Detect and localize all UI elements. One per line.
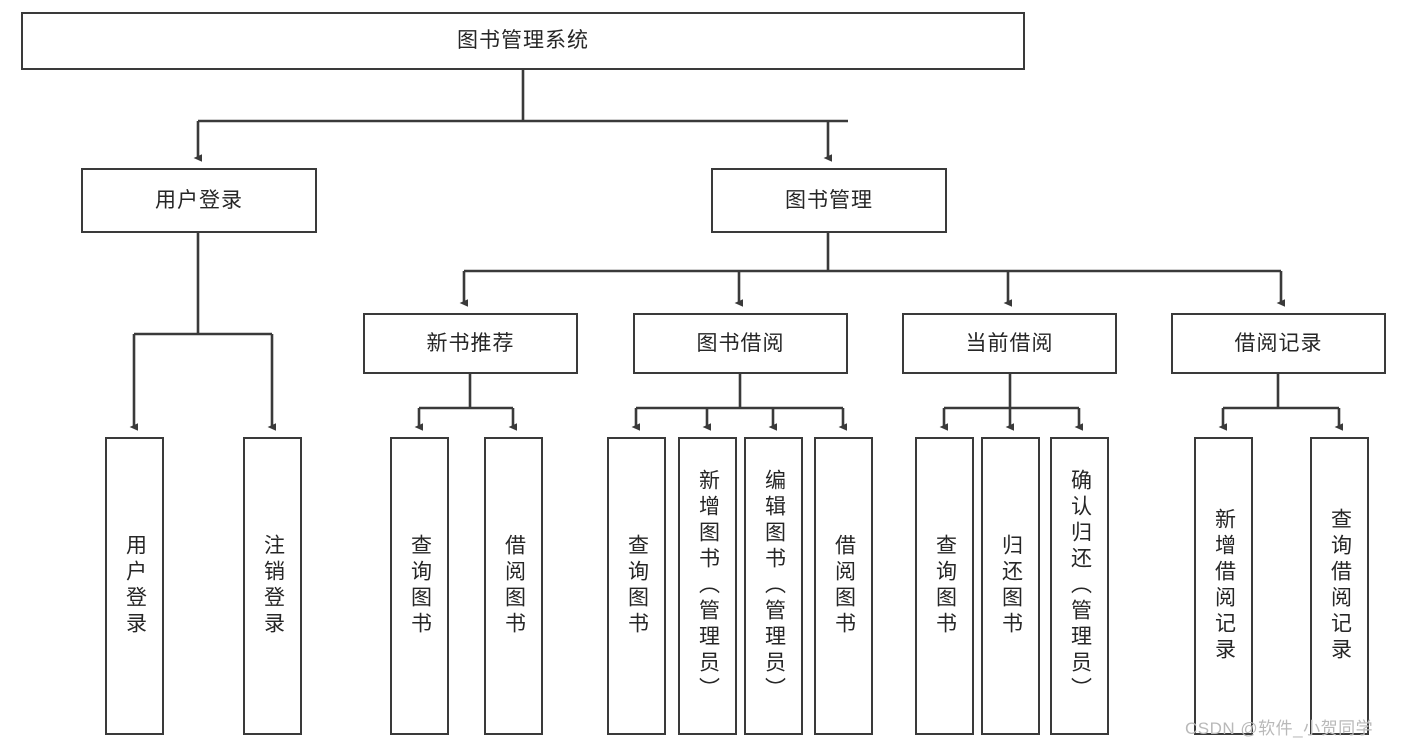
node-label: 新增图书（管理员） [696, 469, 720, 703]
node-book-borrow[interactable]: 图书借阅 [633, 313, 848, 374]
node-borrow-records[interactable]: 借阅记录 [1171, 313, 1386, 374]
node-label: 新书推荐 [426, 331, 515, 355]
node-label: 用户登录 [155, 188, 243, 212]
leaf-new-book-query-book[interactable]: 查询图书 [390, 437, 449, 735]
leaf-book-borrow-borrow-book[interactable]: 借阅图书 [814, 437, 873, 735]
node-label: 借阅图书 [502, 534, 526, 638]
node-label: 确认归还（管理员） [1068, 469, 1092, 703]
leaf-new-book-borrow-book[interactable]: 借阅图书 [484, 437, 543, 735]
node-label: 查询图书 [933, 534, 957, 638]
leaf-current-borrow-query-book[interactable]: 查询图书 [915, 437, 974, 735]
leaf-current-borrow-return-book[interactable]: 归还图书 [981, 437, 1040, 735]
leaf-current-borrow-confirm-return[interactable]: 确认归还（管理员） [1050, 437, 1109, 735]
leaf-user-login-logout[interactable]: 注销登录 [243, 437, 302, 735]
node-label: 当前借阅 [965, 331, 1054, 355]
node-label: 新增借阅记录 [1212, 508, 1236, 664]
node-label: 用户登录 [123, 534, 147, 638]
watermark: CSDN @软件_小贺同学 [1185, 719, 1374, 738]
node-label: 图书管理 [785, 188, 873, 212]
node-user-login[interactable]: 用户登录 [81, 168, 317, 233]
node-label: 借阅记录 [1234, 331, 1323, 355]
leaf-borrow-records-query-record[interactable]: 查询借阅记录 [1310, 437, 1369, 735]
node-new-book-recommend[interactable]: 新书推荐 [363, 313, 578, 374]
leaf-borrow-records-add-record[interactable]: 新增借阅记录 [1194, 437, 1253, 735]
node-label: 查询图书 [408, 534, 432, 638]
node-label: 借阅图书 [832, 534, 856, 638]
node-label: 图书管理系统 [457, 29, 589, 53]
node-label: 编辑图书（管理员） [762, 469, 786, 703]
node-label: 查询借阅记录 [1328, 508, 1352, 664]
leaf-book-borrow-edit-book[interactable]: 编辑图书（管理员） [744, 437, 803, 735]
leaf-book-borrow-add-book[interactable]: 新增图书（管理员） [678, 437, 737, 735]
node-current-borrow[interactable]: 当前借阅 [902, 313, 1117, 374]
node-label: 归还图书 [999, 534, 1023, 638]
node-book-management[interactable]: 图书管理 [711, 168, 947, 233]
node-label: 查询图书 [625, 534, 649, 638]
node-root-system[interactable]: 图书管理系统 [21, 12, 1025, 70]
leaf-user-login-login[interactable]: 用户登录 [105, 437, 164, 735]
leaf-book-borrow-query-book[interactable]: 查询图书 [607, 437, 666, 735]
node-label: 图书借阅 [696, 331, 785, 355]
node-label: 注销登录 [261, 534, 285, 638]
